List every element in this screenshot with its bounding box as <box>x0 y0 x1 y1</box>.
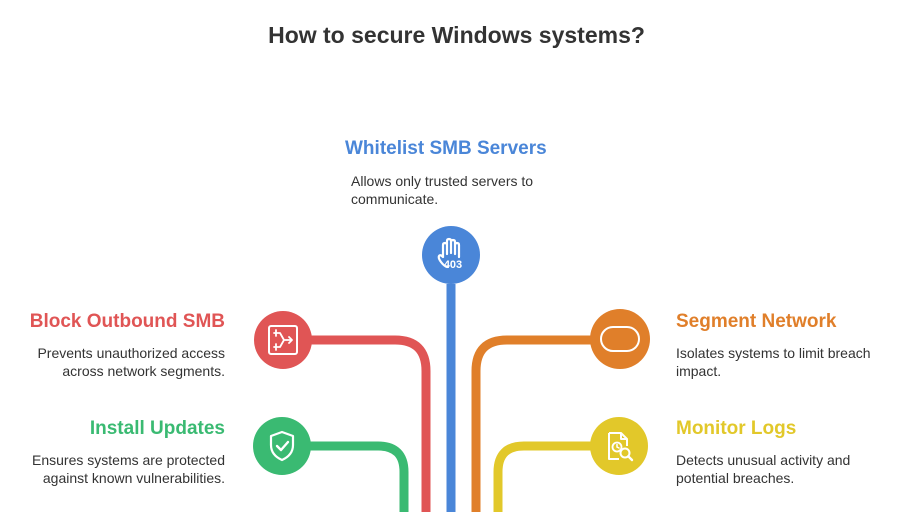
install-description: Ensures systems are protected against kn… <box>32 452 225 486</box>
whitelist-node: 403 <box>422 226 480 284</box>
segment-heading: Segment Network <box>676 311 837 332</box>
whitelist-heading: Whitelist SMB Servers <box>345 138 547 159</box>
connector-block <box>310 335 431 512</box>
log-search-icon <box>608 432 634 462</box>
monitor-node <box>590 417 648 475</box>
svg-text:403: 403 <box>444 259 462 271</box>
segment-oval-icon <box>600 326 640 352</box>
connector-monitor <box>493 441 594 512</box>
page-title: How to secure Windows systems? <box>268 22 645 48</box>
whitelist-description: Allows only trusted servers to communica… <box>351 173 534 207</box>
hand-403-icon: 403 <box>437 237 462 271</box>
connector-segment <box>471 335 592 512</box>
monitor-heading: Monitor Logs <box>676 418 797 439</box>
block-node <box>254 311 312 369</box>
install-node <box>253 417 311 475</box>
shield-check-icon <box>269 430 295 462</box>
block-heading: Block Outbound SMB <box>29 311 225 332</box>
block-description: Prevents unauthorized access across netw… <box>37 345 225 379</box>
segment-node <box>590 309 650 369</box>
network-block-icon <box>268 325 298 355</box>
connector-install <box>308 441 409 512</box>
monitor-description: Detects unusual activity and potential b… <box>676 452 851 486</box>
install-heading: Install Updates <box>89 418 225 439</box>
segment-description: Isolates systems to limit breach impact. <box>676 345 871 379</box>
